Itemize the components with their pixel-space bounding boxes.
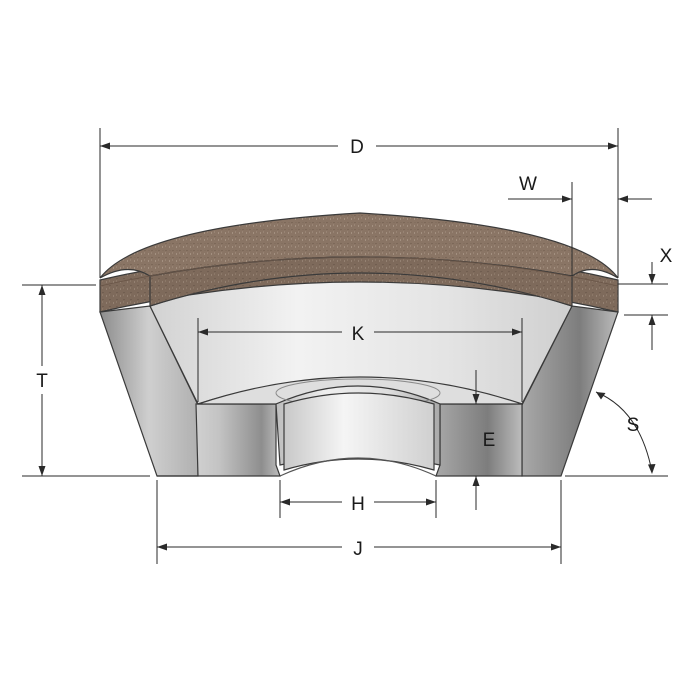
- rim-edge-line: [99, 256, 619, 287]
- bore-bottom-edge: [279, 457, 437, 477]
- label-x: X: [660, 246, 673, 267]
- label-w: W: [519, 174, 537, 195]
- dimension-annotations: D W X T K E: [22, 128, 673, 564]
- label-h: H: [351, 494, 365, 515]
- label-s: S: [627, 415, 640, 436]
- label-j: J: [353, 539, 363, 560]
- label-d: D: [350, 137, 364, 158]
- body-front-right: [435, 403, 523, 477]
- label-k: K: [352, 324, 365, 345]
- label-t: T: [36, 371, 48, 392]
- label-e: E: [483, 430, 496, 451]
- wheel-body: [99, 271, 619, 477]
- abrasive-rim: [99, 212, 619, 313]
